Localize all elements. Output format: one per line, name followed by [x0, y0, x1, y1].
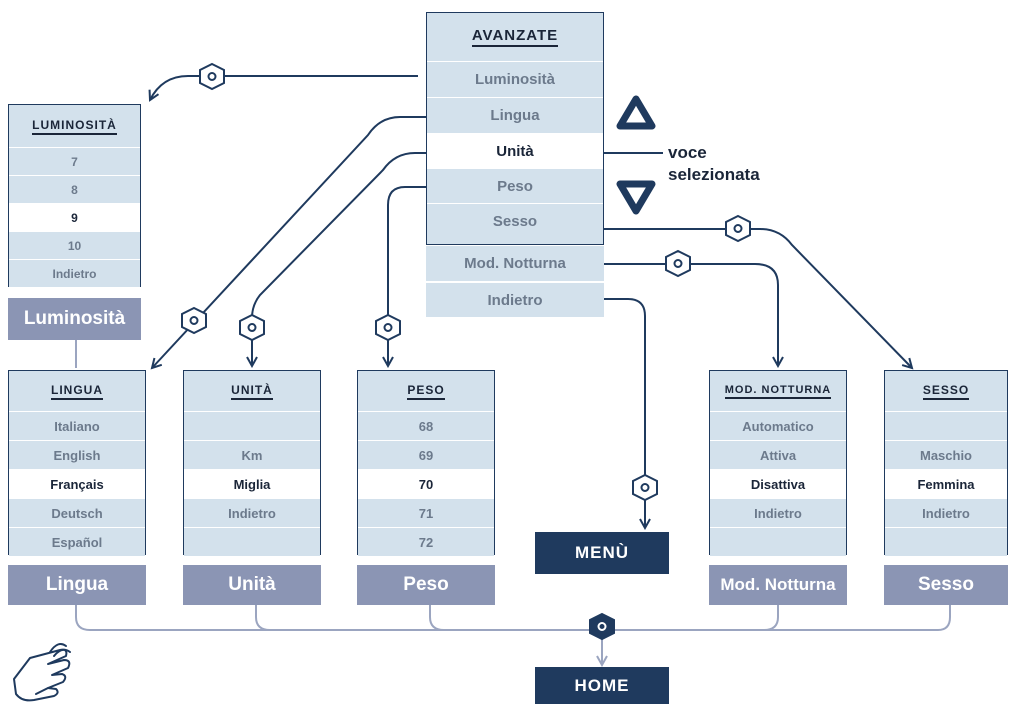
selected-item-callout: voce selezionata [668, 143, 760, 184]
list-item [885, 527, 1007, 556]
list-item[interactable]: 8 [9, 175, 140, 203]
list-item[interactable]: 9 [9, 203, 140, 231]
list-item [184, 527, 320, 556]
luminosita-caption: Luminosità [8, 298, 141, 340]
list-item[interactable]: 72 [358, 527, 494, 556]
hex-button-icon[interactable] [725, 214, 751, 243]
list-item[interactable]: Indietro [885, 498, 1007, 527]
menu-item-mod-notturna[interactable]: Mod. Notturna [426, 246, 604, 281]
list-item[interactable]: Miglia [184, 469, 320, 498]
hex-button-icon[interactable] [665, 249, 691, 278]
menu-item-luminosita[interactable]: Luminosità [427, 61, 603, 97]
hex-button-icon[interactable] [181, 306, 207, 335]
list-item [885, 411, 1007, 440]
list-item [184, 411, 320, 440]
list-item[interactable]: English [9, 440, 145, 469]
menu-item-indietro[interactable]: Indietro [426, 282, 604, 317]
list-item[interactable]: Deutsch [9, 498, 145, 527]
lingua-caption: Lingua [8, 565, 146, 605]
up-triangle-icon[interactable] [616, 95, 656, 130]
avanzate-menu: AVANZATE Luminosità Lingua Unità Peso Se… [426, 12, 604, 245]
lingua-panel: LINGUA Italiano English Français Deutsch… [8, 370, 146, 556]
panel-title: SESSO [885, 371, 1007, 411]
hand-pointer-icon [13, 643, 71, 702]
peso-caption: Peso [357, 565, 495, 605]
menu-item-unita[interactable]: Unità [427, 133, 603, 168]
list-item [710, 527, 846, 556]
sesso-caption: Sesso [884, 565, 1008, 605]
hex-button-icon[interactable] [239, 313, 265, 342]
list-item[interactable]: Indietro [710, 498, 846, 527]
list-item[interactable]: Femmina [885, 469, 1007, 498]
menu-item-sesso[interactable]: Sesso [427, 203, 603, 239]
list-item[interactable]: 10 [9, 231, 140, 259]
panel-title: UNITÀ [184, 371, 320, 411]
list-item[interactable]: Italiano [9, 411, 145, 440]
mod-notturna-caption: Mod. Notturna [709, 565, 847, 605]
panel-title: LUMINOSITÀ [9, 105, 140, 147]
unita-caption: Unità [183, 565, 321, 605]
hex-button-icon[interactable] [632, 473, 658, 502]
list-item[interactable]: Attiva [710, 440, 846, 469]
list-item[interactable]: Español [9, 527, 145, 556]
menu-title: AVANZATE [427, 13, 603, 61]
list-item[interactable]: Indietro [184, 498, 320, 527]
list-item[interactable]: Maschio [885, 440, 1007, 469]
list-item[interactable]: Indietro [9, 259, 140, 287]
hex-button-icon[interactable] [199, 62, 225, 91]
mod-notturna-panel: MOD. NOTTURNA Automatico Attiva Disattiv… [709, 370, 847, 556]
list-item[interactable]: Automatico [710, 411, 846, 440]
list-item[interactable]: 7 [9, 147, 140, 175]
hex-button-icon[interactable] [589, 612, 615, 641]
list-item[interactable]: 71 [358, 498, 494, 527]
home-button[interactable]: HOME [535, 667, 669, 704]
luminosita-panel: LUMINOSITÀ 7 8 9 10 Indietro [8, 104, 141, 287]
menu-item-lingua[interactable]: Lingua [427, 97, 603, 133]
panel-title: PESO [358, 371, 494, 411]
list-item[interactable]: 69 [358, 440, 494, 469]
panel-title: MOD. NOTTURNA [710, 371, 846, 411]
menu-item-peso[interactable]: Peso [427, 168, 603, 203]
unita-panel: UNITÀ Km Miglia Indietro [183, 370, 321, 556]
list-item[interactable]: Disattiva [710, 469, 846, 498]
menu-button[interactable]: MENÙ [535, 532, 669, 574]
down-triangle-icon[interactable] [616, 180, 656, 215]
list-item[interactable]: Km [184, 440, 320, 469]
panel-title: LINGUA [9, 371, 145, 411]
peso-panel: PESO 68 69 70 71 72 [357, 370, 495, 556]
sesso-panel: SESSO Maschio Femmina Indietro [884, 370, 1008, 556]
list-item[interactable]: Français [9, 469, 145, 498]
hex-button-icon[interactable] [375, 313, 401, 342]
list-item[interactable]: 70 [358, 469, 494, 498]
list-item[interactable]: 68 [358, 411, 494, 440]
